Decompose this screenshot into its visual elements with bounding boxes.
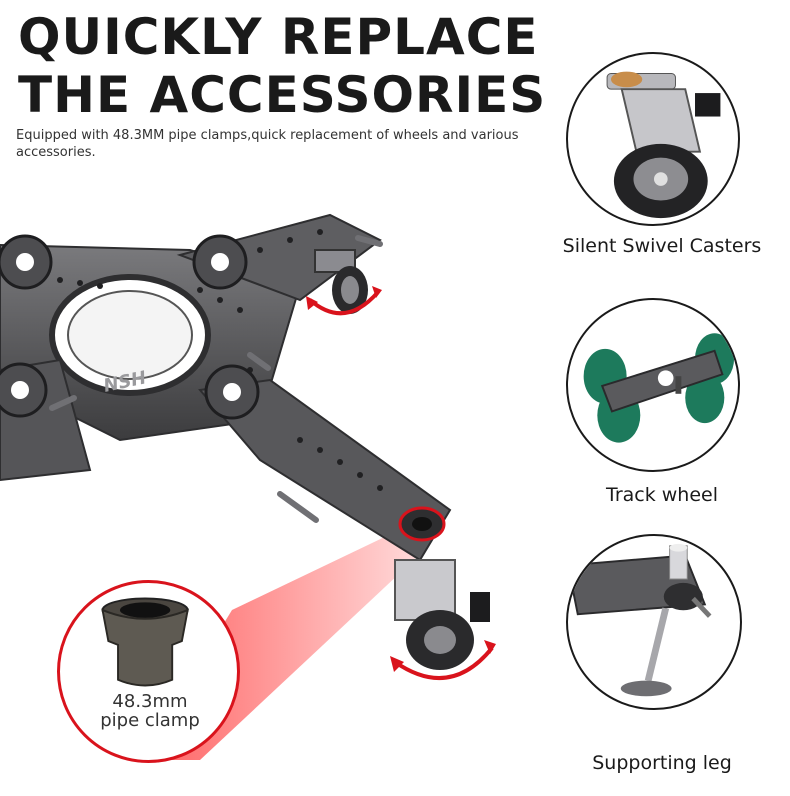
supporting-leg-photo xyxy=(568,543,712,697)
pipe-clamp-label: 48.3mm pipe clamp xyxy=(85,692,215,730)
dolly-arm-upper xyxy=(176,213,382,302)
headline-line-1: QUICKLY REPLACE xyxy=(18,8,539,66)
track-wheel-photo xyxy=(583,333,735,443)
pipe-clamp-label-line-2: pipe clamp xyxy=(100,710,200,731)
subtitle: Equipped with 48.3MM pipe clamps,quick r… xyxy=(16,128,519,160)
caption-supporting-leg: Supporting leg xyxy=(592,752,732,774)
swivel-caster-photo xyxy=(606,71,721,219)
locking-levers xyxy=(49,235,383,523)
lower-caster xyxy=(390,559,496,681)
gear-knobs xyxy=(0,234,260,420)
caption-silent-swivel-casters: Silent Swivel Casters xyxy=(562,235,762,257)
headline-line-2: THE ACCESSORIES xyxy=(18,66,547,124)
accessory-circle-track-wheel xyxy=(566,298,740,472)
accessory-circle-casters xyxy=(566,52,740,226)
pipe-clamp-photo xyxy=(101,597,189,687)
caption-track-wheel: Track wheel xyxy=(606,484,718,506)
pipe-clamp-mount xyxy=(398,506,446,542)
pipe-clamp-label-line-1: 48.3mm xyxy=(112,691,188,712)
headline: QUICKLY REPLACE THE ACCESSORIES xyxy=(18,8,546,124)
pipe-clamp-zoom-circle xyxy=(57,580,240,763)
accessory-circle-supporting-leg xyxy=(566,534,742,710)
upper-caster xyxy=(306,249,382,316)
